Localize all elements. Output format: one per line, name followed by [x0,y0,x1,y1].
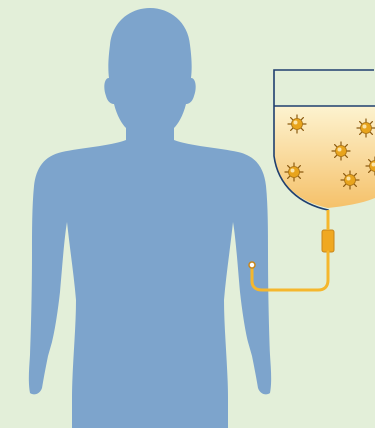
virus-particle [285,163,303,181]
virus-particle [357,119,375,137]
virus-particle [341,171,359,189]
virus-particle [332,142,350,160]
virus-particle [288,115,306,133]
needle-tip [249,262,255,268]
bottom-strip [0,428,375,435]
drip-chamber [322,230,334,252]
